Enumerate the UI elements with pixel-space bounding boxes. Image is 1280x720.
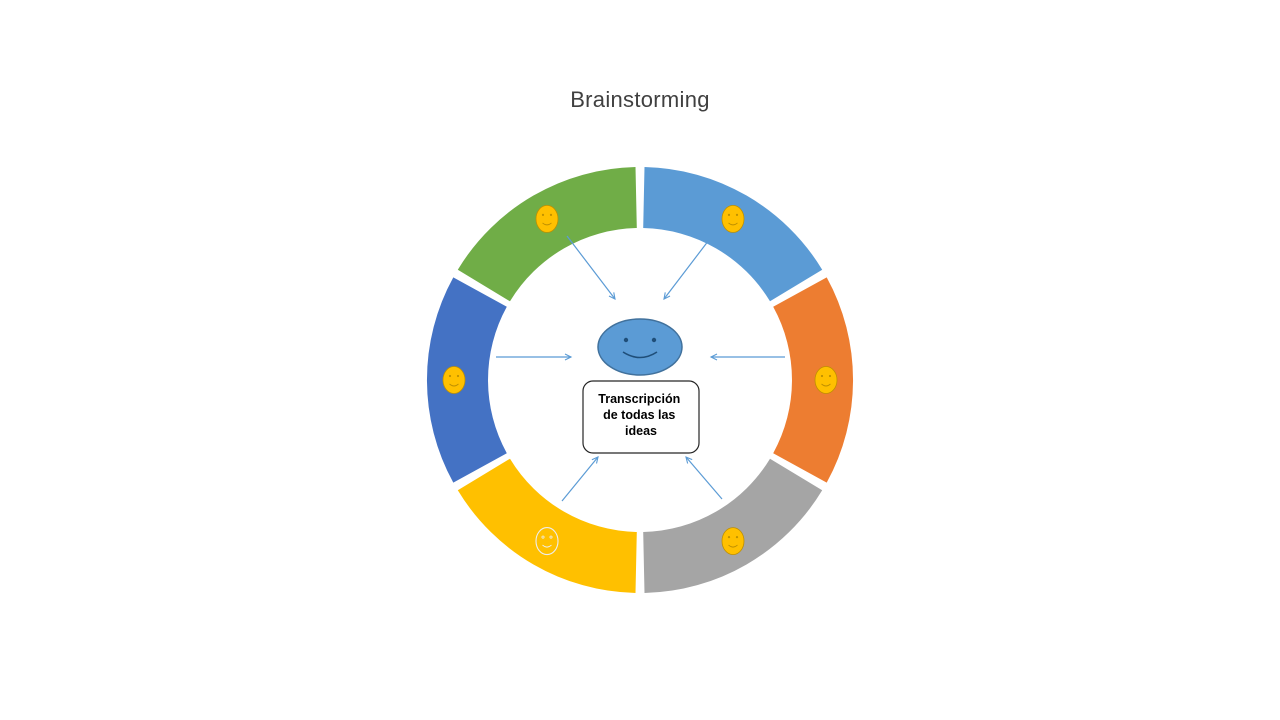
idea-arrow-5 <box>561 456 599 502</box>
smiley-bottom-right-gray <box>721 527 745 555</box>
center-smiley-right-eye <box>651 337 657 343</box>
idea-arrow-6 <box>685 456 723 500</box>
transcription-box: Transcripción de todas las ideas <box>582 380 700 454</box>
center-smiley <box>597 318 683 376</box>
ring-segment-bottom-left-yellow <box>457 458 637 593</box>
center-smiley-face <box>597 318 683 376</box>
transcription-label: Transcripción de todas las ideas <box>598 392 683 438</box>
ring-segment-bottom-right-gray <box>643 458 823 593</box>
ring-segment-top-right-blue <box>643 167 823 302</box>
idea-arrows <box>496 235 785 502</box>
participant-smileys <box>442 204 838 556</box>
center-smiley-left-eye <box>623 337 629 343</box>
segmented-ring <box>426 167 854 593</box>
smiley-bottom-left-yellow <box>535 527 559 556</box>
idea-arrow-2 <box>663 235 713 300</box>
transcription-box-shape <box>582 380 700 454</box>
slide-title: Brainstorming <box>570 87 710 112</box>
ring-segment-right-orange <box>773 277 854 483</box>
smiley-top-right-blue <box>721 204 745 233</box>
smiley-top-left-green <box>535 204 559 233</box>
smiley-left-darkblue <box>442 366 466 394</box>
ring-segment-top-left-green <box>457 167 637 302</box>
ring-segment-left-darkblue <box>426 277 507 483</box>
center-smiley-mouth <box>622 351 658 359</box>
idea-arrow-1 <box>566 235 616 300</box>
smiley-right-orange <box>814 366 838 394</box>
